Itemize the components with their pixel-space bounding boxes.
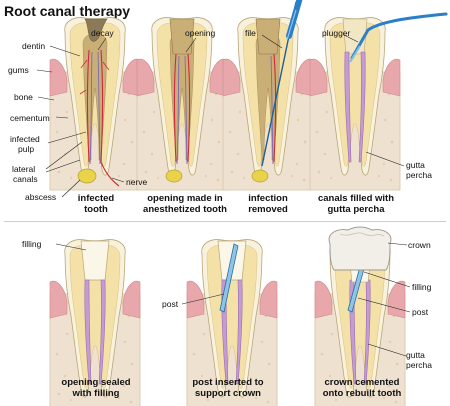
label-abscess: abscess	[25, 192, 57, 202]
caption-3-line-1: infection	[248, 193, 288, 204]
caption-6-line-2: support crown	[195, 388, 261, 399]
label-pulp: pulp	[18, 144, 35, 154]
label-decay: decay	[91, 28, 114, 38]
caption-panel-4: canals filled with gutta percha	[308, 193, 404, 215]
tooth-post	[186, 239, 278, 406]
label-cementum: cementum	[10, 113, 50, 123]
caption-2-line-2: anesthetized tooth	[143, 204, 227, 215]
label-gutta-2: gutta	[406, 350, 425, 360]
caption-5-line-1: opening sealed	[61, 377, 131, 388]
label-dentin: dentin	[22, 41, 46, 51]
page-title: Root canal therapy	[4, 3, 131, 19]
label-post: post	[162, 299, 179, 309]
caption-panel-7: crown cemented onto rebuilt tooth	[312, 377, 412, 399]
label-nerve: nerve	[126, 177, 148, 187]
caption-7-line-1: crown cemented	[324, 377, 400, 388]
caption-panel-5: opening sealed with filling	[48, 377, 144, 399]
tooth-crown	[314, 226, 406, 406]
caption-6-line-1: post inserted to	[192, 377, 264, 388]
caption-panel-3: infection removed	[236, 193, 300, 215]
label-infected: infected	[10, 134, 40, 144]
label-gums: gums	[8, 65, 29, 75]
label-canals: canals	[13, 174, 38, 184]
caption-7-line-2: onto rebuilt tooth	[322, 388, 402, 399]
caption-2-line-1: opening made in	[147, 193, 223, 204]
caption-5-line-2: with filling	[72, 388, 120, 399]
label-lateral: lateral	[12, 164, 36, 174]
label-bone: bone	[14, 92, 33, 102]
caption-1-line-1: infected	[77, 193, 115, 204]
tooth-infected	[49, 17, 141, 191]
label-file: file	[245, 28, 256, 38]
caption-panel-1: infected tooth	[69, 193, 123, 215]
label-percha-2: percha	[406, 360, 432, 370]
label-gutta-1: gutta	[406, 160, 425, 170]
tooth-gutta	[309, 17, 401, 191]
caption-4-line-2: gutta percha	[327, 204, 385, 215]
caption-panel-2: opening made in anesthetized tooth	[140, 193, 230, 215]
tooth-opening	[136, 17, 228, 191]
caption-1-line-2: tooth	[84, 204, 108, 215]
label-post-2: post	[412, 307, 429, 317]
leader-lines	[36, 34, 411, 357]
tooth-file	[222, 17, 314, 191]
label-crown: crown	[408, 240, 431, 250]
label-percha-1: percha	[406, 170, 432, 180]
label-filling: filling	[22, 239, 42, 249]
plugger-icon	[349, 12, 448, 63]
label-plugger: plugger	[322, 28, 351, 38]
caption-panel-6: post inserted to support crown	[178, 377, 278, 399]
label-filling-2: filling	[412, 282, 432, 292]
file-icon	[261, 0, 303, 167]
caption-4-line-1: canals filled with	[317, 193, 395, 204]
label-opening: opening	[185, 28, 216, 38]
section-divider	[4, 221, 446, 222]
tooth-filling	[49, 239, 141, 406]
caption-3-line-2: removed	[248, 204, 288, 215]
